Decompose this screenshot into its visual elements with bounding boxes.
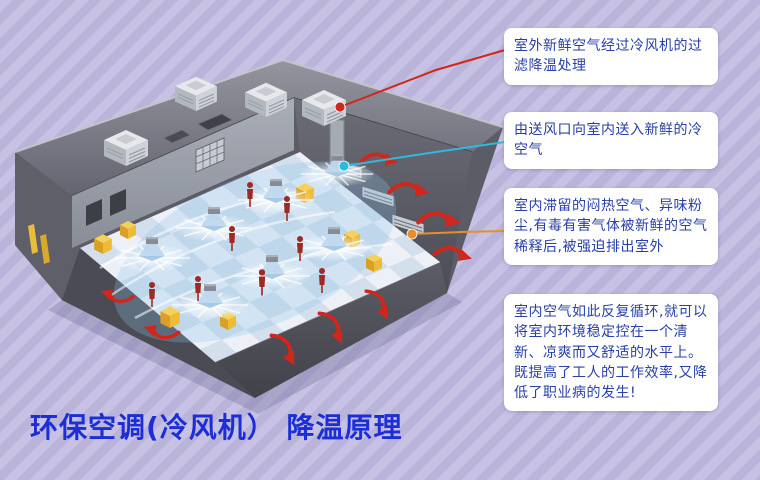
anchor-dot-red bbox=[334, 101, 346, 113]
callout-fresh-air-filtering: 室外新鲜空气经过冷风机的过滤降温处理 bbox=[504, 28, 718, 85]
window bbox=[110, 189, 126, 216]
window bbox=[86, 199, 102, 226]
roof-hatch bbox=[163, 129, 191, 144]
anchor-dot-cyan bbox=[338, 160, 350, 172]
wall-grille bbox=[195, 137, 225, 173]
roof bbox=[14, 58, 504, 197]
callout-connector-3 bbox=[406, 228, 506, 240]
anchor-dot-orange bbox=[406, 228, 418, 240]
exhaust-louver bbox=[361, 185, 395, 208]
callout-connector-1 bbox=[334, 49, 506, 113]
front-right-wall bbox=[215, 262, 447, 398]
roof-hatch bbox=[197, 113, 233, 131]
page-title: 环保空调(冷风机） 降温原理 bbox=[30, 411, 403, 444]
callout-supply-vent: 由送风口向室内送入新鲜的冷空气 bbox=[504, 112, 718, 169]
callout-circulation-benefits: 室内空气如此反复循环,就可以将室内环境稳定控在一个清新、凉爽而又舒适的水平上。既… bbox=[504, 294, 718, 412]
back-wall bbox=[72, 98, 294, 248]
callout-exhaust: 室内滞留的闷热空气、异味粉尘,有毒有害气体被新鲜的空气稀释后,被强迫排出室外 bbox=[504, 188, 718, 265]
exhaust-louver bbox=[391, 213, 425, 236]
left-wall bbox=[15, 152, 80, 300]
front-left-wall bbox=[62, 248, 255, 398]
callout-connector-2 bbox=[338, 141, 506, 172]
